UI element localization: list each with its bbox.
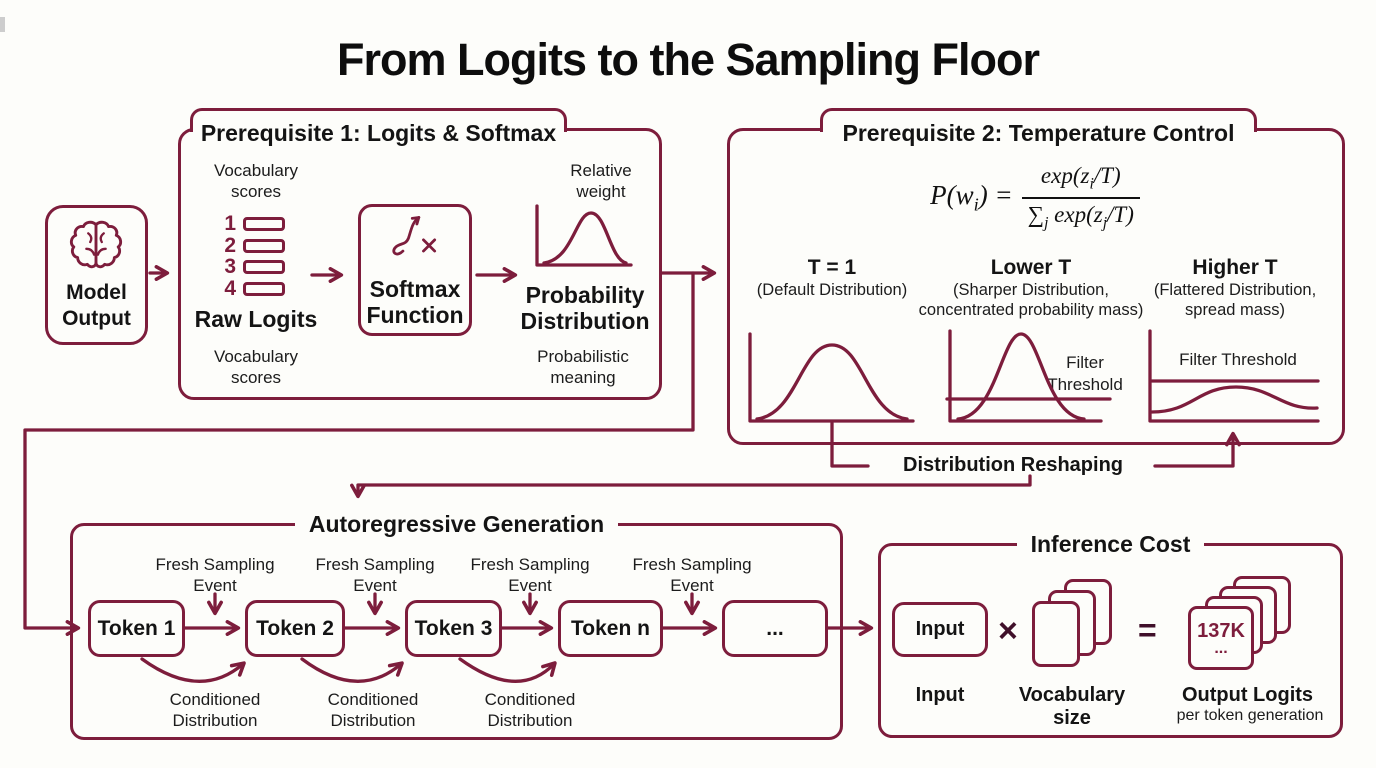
logit-bar: [243, 260, 285, 274]
output-logits-front-card: 137K ...: [1188, 606, 1254, 670]
token-box-1: Token 1: [88, 600, 185, 657]
logit-row: 1: [216, 213, 285, 234]
fresh-sampling-label: Fresh Sampling Event: [632, 555, 752, 595]
logit-row: 3: [216, 256, 285, 277]
prereq2-title: Prerequisite 2: Temperature Control: [842, 120, 1235, 146]
fresh-sampling-label: Fresh Sampling Event: [315, 555, 435, 595]
logit-row: 2: [216, 235, 285, 256]
temp-col-default: T = 1 (Default Distribution): [756, 256, 908, 299]
distribution-reshaping-label: Distribution Reshaping: [903, 454, 1123, 476]
vocab-scores-top-label: Vocabulary scores: [213, 161, 299, 201]
filter-threshold-label-higher: Filter Threshold: [1179, 350, 1297, 369]
model-output-label: Model Output: [62, 281, 131, 330]
edge-artifact: [0, 17, 5, 32]
token-box-ellipsis: ...: [722, 600, 828, 657]
fresh-sampling-label: Fresh Sampling Event: [155, 555, 275, 595]
vocabulary-stack-icon: [1032, 579, 1114, 671]
prereq2-tab: [820, 108, 1257, 132]
token-box-3: Token 3: [405, 600, 502, 657]
output-logits-sublabel: per token generation: [1176, 707, 1324, 724]
conditioned-distribution-label: Conditioned Distribution: [327, 690, 419, 730]
equals-sign: =: [1138, 612, 1157, 648]
inference-input-box: Input: [892, 602, 988, 657]
logit-bar: [243, 282, 285, 296]
logit-row: 4: [216, 278, 285, 299]
softmax-label: Softmax Function: [366, 276, 464, 328]
fresh-sampling-label: Fresh Sampling Event: [470, 555, 590, 595]
temp-col-lower: Lower T (Sharper Distribution, concentra…: [918, 256, 1144, 319]
token-box-n: Token n: [558, 600, 663, 657]
multiply-sign: ×: [998, 612, 1018, 650]
formula-fraction: exp(zi/T) ∑j exp(zj/T): [1021, 163, 1140, 232]
temp-col-higher: Higher T (Flattered Distribution, spread…: [1153, 256, 1317, 319]
vocab-count-dots: ...: [1214, 640, 1228, 657]
brain-icon: [69, 220, 123, 269]
conditioned-distribution-label: Conditioned Distribution: [484, 690, 576, 730]
page-title: From Logits to the Sampling Floor: [337, 34, 1040, 85]
probabilistic-meaning-label: Probabilistic meaning: [537, 347, 629, 387]
prereq1-tab: [190, 108, 567, 132]
autoregressive-title: Autoregressive Generation: [70, 509, 843, 539]
output-logits-label: Output Logits: [1181, 684, 1314, 706]
vocab-scores-bottom-label: Vocabulary scores: [213, 347, 299, 387]
prereq1-title: Prerequisite 1: Logits & Softmax: [200, 120, 557, 146]
logit-bar: [243, 239, 285, 253]
vocab-count: 137K: [1197, 620, 1245, 642]
vocabulary-size-label: Vocabulary size: [1018, 684, 1126, 729]
filter-threshold-label-lower: Filter Threshold: [1047, 353, 1123, 394]
logit-bar: [243, 217, 285, 231]
token-box-2: Token 2: [245, 600, 345, 657]
connector-reshaping-down: [350, 474, 1032, 499]
probability-distribution-label: Probability Distribution: [520, 282, 650, 334]
raw-logits-label: Raw Logits: [194, 306, 318, 332]
output-logits-stack-icon: 137K ...: [1188, 576, 1300, 674]
softmax-curve-icon: [392, 216, 437, 256]
relative-weight-label: Relative weight: [570, 161, 632, 201]
softmax-temperature-formula: P(wi) = exp(zi/T) ∑j exp(zj/T): [845, 156, 1225, 240]
inference-cost-title: Inference Cost: [878, 529, 1343, 559]
input-label: Input: [915, 684, 965, 706]
conditioned-distribution-label: Conditioned Distribution: [169, 690, 261, 730]
